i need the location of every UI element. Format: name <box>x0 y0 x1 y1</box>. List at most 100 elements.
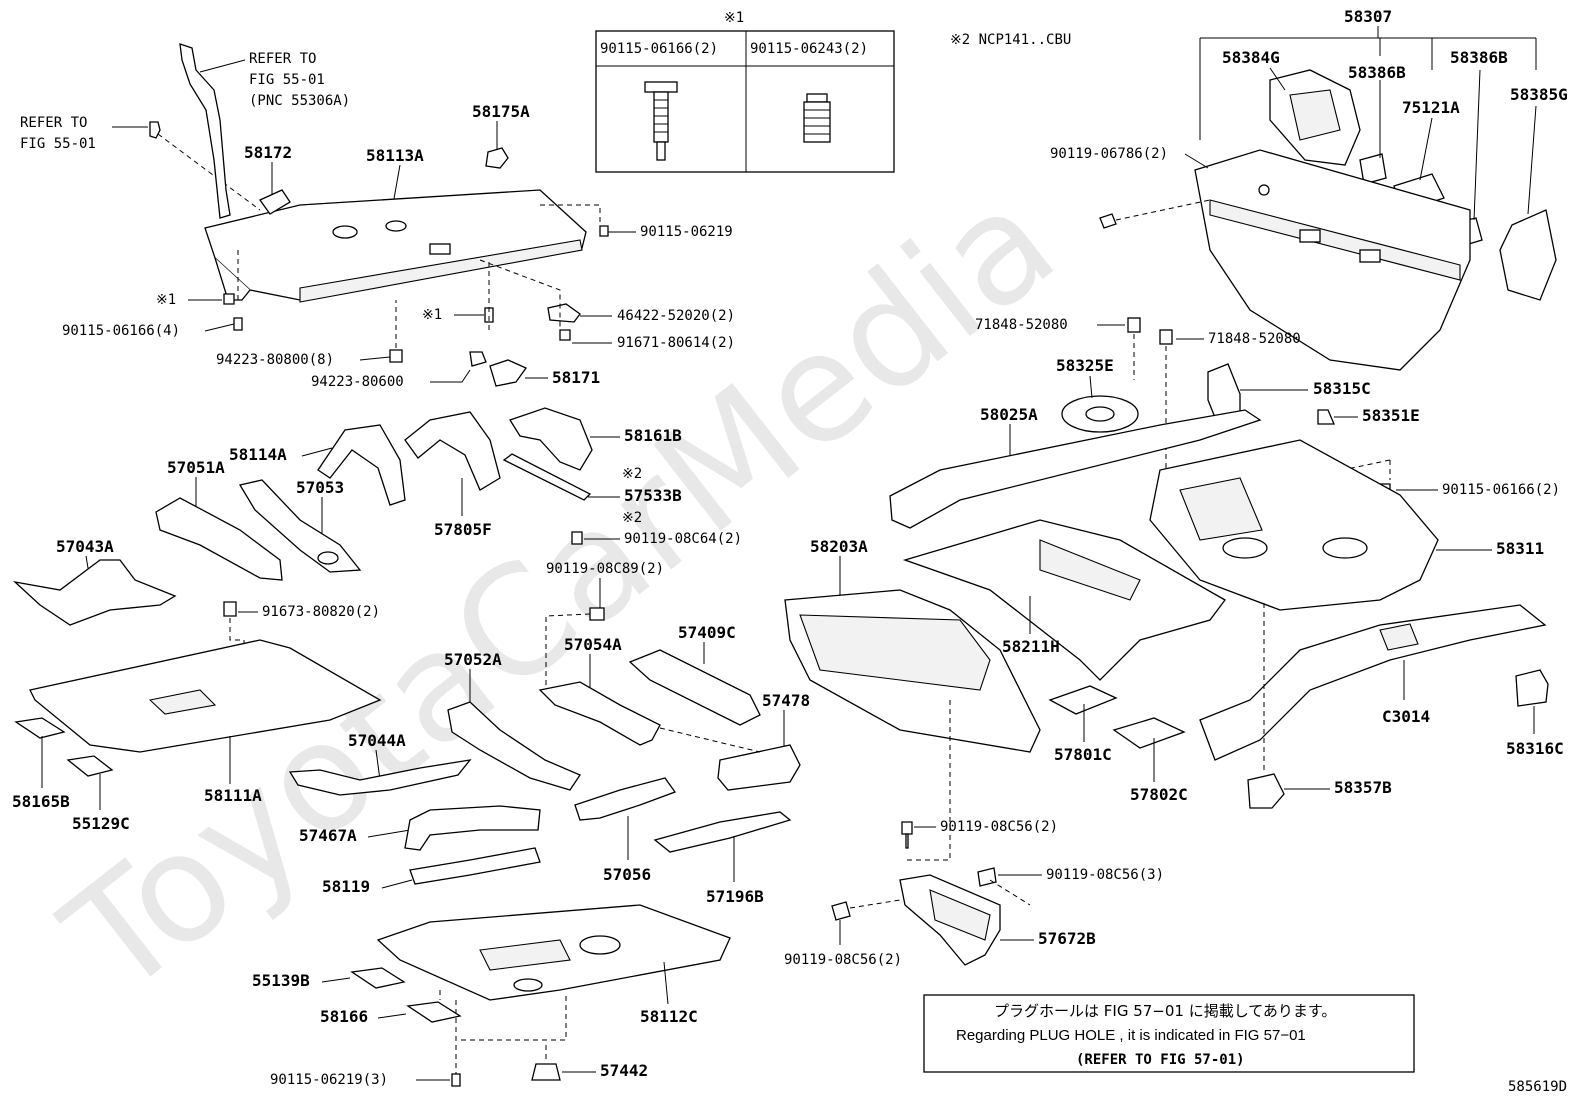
part-58385G-shape <box>1499 209 1557 301</box>
part-57043A-shape <box>12 559 177 626</box>
label-57478: 57478 <box>762 691 810 710</box>
label-58113A: 58113A <box>366 146 424 165</box>
label-55129C: 55129C <box>72 814 130 833</box>
fastener-inset-table: ※1 90115-06166(2) 90115-06243(2) <box>595 10 895 173</box>
label-90119-08C56-b: 90119-08C56(3) <box>1046 867 1164 883</box>
label-58385G: 58385G <box>1510 85 1568 104</box>
label-91671-80614: 91671-80614(2) <box>617 335 735 351</box>
mark2-b: ※2 <box>622 510 642 526</box>
label-90119-08C89: 90119-08C89(2) <box>546 561 664 577</box>
plug-note-jp: プラグホールは FIG 57−01 に掲載してあります。 <box>994 1002 1336 1020</box>
label-C3014: C3014 <box>1382 707 1430 726</box>
label-58351E: 58351E <box>1362 406 1420 425</box>
part-58175A-shape <box>485 147 509 169</box>
label-94223-80600: 94223-80600 <box>311 374 404 390</box>
part-57053-shape <box>238 479 362 573</box>
part-57044A-shape <box>288 759 472 796</box>
part-57802C-shape <box>1112 717 1186 749</box>
label-58171: 58171 <box>552 368 600 387</box>
figure-id: 585619D <box>1508 1079 1567 1095</box>
label-90119-08C56-c: 90119-08C56(2) <box>784 952 902 968</box>
part-58384G-shape <box>1269 69 1361 166</box>
label-58165B: 58165B <box>12 792 70 811</box>
note-ncp141: ※2 NCP141..CBU <box>950 32 1071 48</box>
label-55139B: 55139B <box>252 971 310 990</box>
label-58307: 58307 <box>1344 7 1392 26</box>
label-90119-08C64: 90119-08C64(2) <box>624 531 742 547</box>
label-58175A: 58175A <box>472 102 530 121</box>
label-57054A: 57054A <box>564 635 622 654</box>
inset-col2-label: 90115-06243(2) <box>750 41 868 57</box>
label-57196B: 57196B <box>706 887 764 906</box>
inset-col1-label: 90115-06166(2) <box>600 41 718 57</box>
part-57054A-shape <box>538 681 661 746</box>
label-58386B-b: 58386B <box>1450 48 1508 67</box>
clip-6166-icon <box>644 81 678 161</box>
refer-pillar-line3: (PNC 55306A) <box>249 93 350 109</box>
part-57672B-shape <box>899 874 1001 966</box>
part-58203A-shape <box>784 589 1041 753</box>
label-57056: 57056 <box>603 865 651 884</box>
refer-note-pillar: REFER TO FIG 55-01 (PNC 55306A) <box>199 51 350 109</box>
label-57801C: 57801C <box>1054 745 1112 764</box>
part-57409C-shape <box>628 649 761 726</box>
label-57802C: 57802C <box>1130 785 1188 804</box>
label-90115-06219-3: 90115-06219(3) <box>270 1072 388 1088</box>
a-pillar-part <box>179 43 231 219</box>
part-58311-shape <box>1149 439 1439 611</box>
label-58172: 58172 <box>244 143 292 162</box>
label-57052A: 57052A <box>444 650 502 669</box>
label-75121A: 75121A <box>1402 98 1460 117</box>
part-57478-shape <box>717 744 801 791</box>
label-94223-80800: 94223-80800(8) <box>216 352 334 368</box>
mark1-left: ※1 <box>156 292 176 308</box>
label-58203A: 58203A <box>810 537 868 556</box>
refer-note-top-left: REFER TO FIG 55-01 <box>20 115 261 211</box>
label-57442: 57442 <box>600 1061 648 1080</box>
part-58025A-shape <box>889 409 1262 529</box>
part-57051A-shape <box>155 497 283 581</box>
refer-pillar-line2: FIG 55-01 <box>249 72 325 88</box>
label-58114A: 58114A <box>229 445 287 464</box>
part-58113A-shape <box>204 189 587 303</box>
refer-pillar-line1: REFER TO <box>249 51 316 67</box>
refer-line2: FIG 55-01 <box>20 136 96 152</box>
label-58316C: 58316C <box>1506 739 1564 758</box>
part-57052A-shape <box>447 701 581 791</box>
mark1-mid: ※1 <box>422 307 442 323</box>
label-58166: 58166 <box>320 1007 368 1026</box>
part-55139B-shape <box>350 967 406 989</box>
label-90115-06219: 90115-06219 <box>640 224 733 240</box>
plug-hole-note: プラグホールは FIG 57−01 に掲載してあります。 Regarding P… <box>923 994 1415 1073</box>
label-58111A: 58111A <box>204 786 262 805</box>
part-57533B-shape <box>502 453 592 501</box>
label-57051A: 57051A <box>167 458 225 477</box>
plug-note-ref: (REFER TO FIG 57-01) <box>1076 1052 1245 1068</box>
label-58311: 58311 <box>1496 539 1544 558</box>
label-90119-06786: 90119-06786(2) <box>1050 146 1168 162</box>
part-58386B-a-shape <box>1359 153 1387 185</box>
label-57043A: 57043A <box>56 537 114 556</box>
label-57409C: 57409C <box>678 623 736 642</box>
label-57672B: 57672B <box>1038 929 1096 948</box>
part-57805F-shape <box>404 411 501 491</box>
label-57044A: 57044A <box>348 731 406 750</box>
label-46422-52020: 46422-52020(2) <box>617 308 735 324</box>
plug-note-en: Regarding PLUG HOLE , it is indicated in… <box>956 1027 1306 1044</box>
part-58357B-shape <box>1247 773 1285 809</box>
label-71848-52080-a: 71848-52080 <box>975 317 1068 333</box>
refer-line1: REFER TO <box>20 115 87 131</box>
label-58325E: 58325E <box>1056 356 1114 375</box>
label-58112C: 58112C <box>640 1007 698 1026</box>
label-71848-52080-b: 71848-52080 <box>1208 331 1301 347</box>
label-58119: 58119 <box>322 877 370 896</box>
label-90119-08C56-a: 90119-08C56(2) <box>940 819 1058 835</box>
label-91673-80820: 91673-80820(2) <box>262 604 380 620</box>
label-58211H: 58211H <box>1002 637 1060 656</box>
label-58161B: 58161B <box>624 426 682 445</box>
part-C3014-shape <box>1199 604 1547 761</box>
label-90115-06166-2: 90115-06166(2) <box>1442 482 1560 498</box>
part-57467A-shape <box>404 805 541 851</box>
label-58386B-a: 58386B <box>1348 63 1406 82</box>
part-58211H-shape <box>902 519 1226 681</box>
